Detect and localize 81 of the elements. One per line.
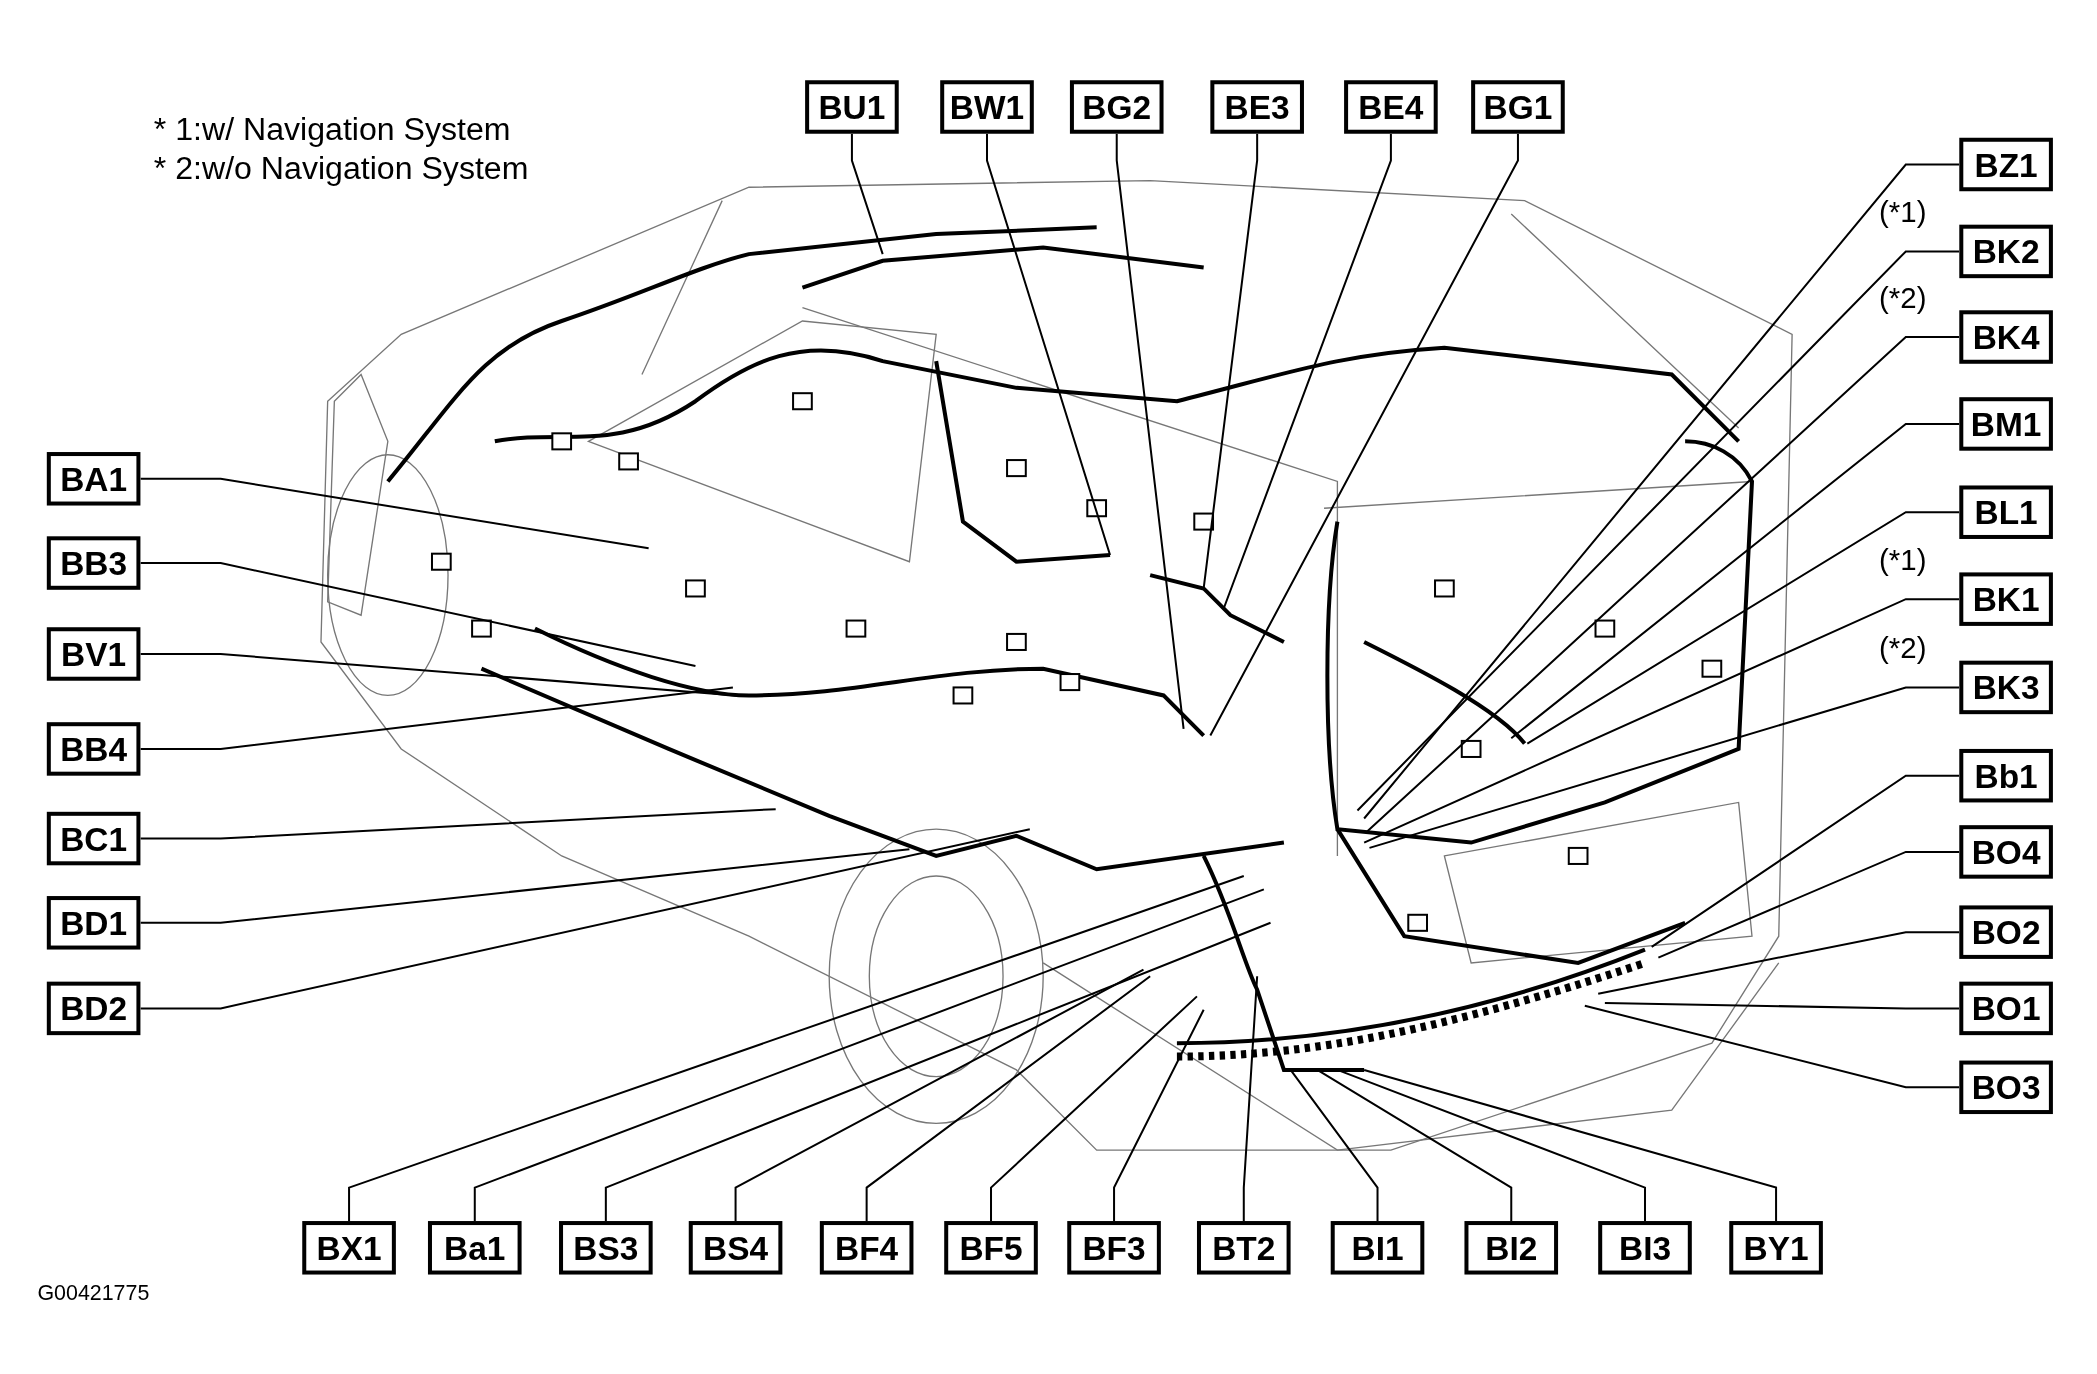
variant-note: (*2) bbox=[1879, 283, 1927, 313]
leader-line bbox=[1651, 774, 1960, 948]
variant-note: (*2) bbox=[1879, 633, 1927, 664]
leader-line bbox=[1598, 931, 1960, 995]
connector-label: BU1 bbox=[805, 80, 899, 134]
leader-line bbox=[1363, 163, 1960, 820]
leader-line bbox=[1366, 336, 1960, 833]
leader-line bbox=[986, 133, 1111, 556]
leader-line bbox=[140, 808, 776, 840]
connector-label: BF4 bbox=[819, 1221, 914, 1275]
connector-label: BK2 bbox=[1959, 224, 2053, 279]
leader-line bbox=[473, 888, 1265, 1222]
connector-label: BS4 bbox=[688, 1221, 783, 1275]
leader-line bbox=[1222, 133, 1392, 609]
leader-line bbox=[1356, 250, 1960, 812]
figure-code: G00421775 bbox=[37, 1280, 150, 1306]
leader-line bbox=[1526, 511, 1960, 745]
leader-line bbox=[140, 477, 649, 550]
connector-label: BF5 bbox=[944, 1221, 1038, 1275]
connector-label: BE3 bbox=[1210, 80, 1304, 134]
connector-label: BO3 bbox=[1959, 1060, 2053, 1115]
connector-label: BK4 bbox=[1959, 310, 2053, 364]
leader-line bbox=[1242, 976, 1259, 1222]
connector-label: Bb1 bbox=[1959, 748, 2053, 803]
connector-label: BF3 bbox=[1067, 1221, 1161, 1275]
connector-label: BW1 bbox=[940, 80, 1034, 134]
leader-line bbox=[1369, 686, 1960, 849]
connector-label: BY1 bbox=[1729, 1221, 1823, 1275]
leader-line bbox=[140, 848, 910, 924]
leader-line bbox=[1289, 1069, 1379, 1222]
connector-label: BS3 bbox=[559, 1221, 653, 1275]
footnote: * 2:w/o Navigation System bbox=[153, 148, 529, 188]
connector-label: BK1 bbox=[1959, 572, 2053, 626]
connector-label: BI1 bbox=[1330, 1221, 1425, 1275]
connector-label: BG1 bbox=[1471, 80, 1565, 134]
connector-label: BV1 bbox=[46, 627, 141, 681]
connector-label: BD1 bbox=[46, 896, 141, 950]
connector-label: BZ1 bbox=[1959, 137, 2053, 192]
leader-line bbox=[1337, 1069, 1646, 1222]
connector-label: BE4 bbox=[1344, 80, 1438, 134]
connector-label: BM1 bbox=[1959, 397, 2053, 451]
leader-line bbox=[1113, 1009, 1205, 1222]
leader-line bbox=[850, 133, 884, 255]
leader-line bbox=[604, 921, 1271, 1222]
footnote: * 1:w/ Navigation System bbox=[153, 110, 512, 149]
leader-line bbox=[865, 975, 1151, 1222]
connector-label: BT2 bbox=[1196, 1221, 1291, 1275]
leader-line bbox=[1584, 1004, 1960, 1089]
connector-label: BL1 bbox=[1959, 485, 2053, 539]
leader-line bbox=[990, 995, 1198, 1222]
variant-note: (*1) bbox=[1879, 197, 1927, 228]
connector-label: BO1 bbox=[1959, 981, 2053, 1036]
connector-label: BI2 bbox=[1464, 1221, 1559, 1275]
leader-line bbox=[1510, 422, 1960, 740]
connector-label: BX1 bbox=[302, 1221, 396, 1275]
connector-label: BO4 bbox=[1959, 825, 2053, 879]
leader-line bbox=[1115, 133, 1185, 729]
leader-line bbox=[140, 653, 736, 697]
leader-line bbox=[348, 875, 1245, 1222]
connector-label: BD2 bbox=[46, 981, 141, 1036]
connector-label: BC1 bbox=[46, 811, 141, 866]
leader-line bbox=[140, 828, 1030, 1010]
leader-line bbox=[1658, 850, 1960, 959]
leader-line bbox=[140, 686, 733, 750]
connector-label: BO2 bbox=[1959, 905, 2053, 959]
connector-label: BK3 bbox=[1959, 660, 2053, 715]
leader-line bbox=[1202, 133, 1259, 589]
leader-line bbox=[1209, 133, 1519, 737]
leader-line bbox=[1363, 598, 1960, 844]
leader-line bbox=[734, 968, 1144, 1222]
connector-label: BI3 bbox=[1598, 1221, 1692, 1275]
connector-label: BA1 bbox=[46, 452, 141, 506]
leader-line bbox=[1604, 1002, 1960, 1010]
connector-label: Ba1 bbox=[427, 1221, 522, 1275]
connector-label: BB4 bbox=[46, 722, 141, 776]
connector-label: BG2 bbox=[1069, 80, 1164, 134]
leader-line bbox=[140, 562, 696, 667]
leader-line bbox=[1316, 1069, 1513, 1222]
connector-label: BB3 bbox=[46, 536, 141, 590]
variant-note: (*1) bbox=[1879, 545, 1927, 576]
leader-line bbox=[1363, 1068, 1778, 1222]
